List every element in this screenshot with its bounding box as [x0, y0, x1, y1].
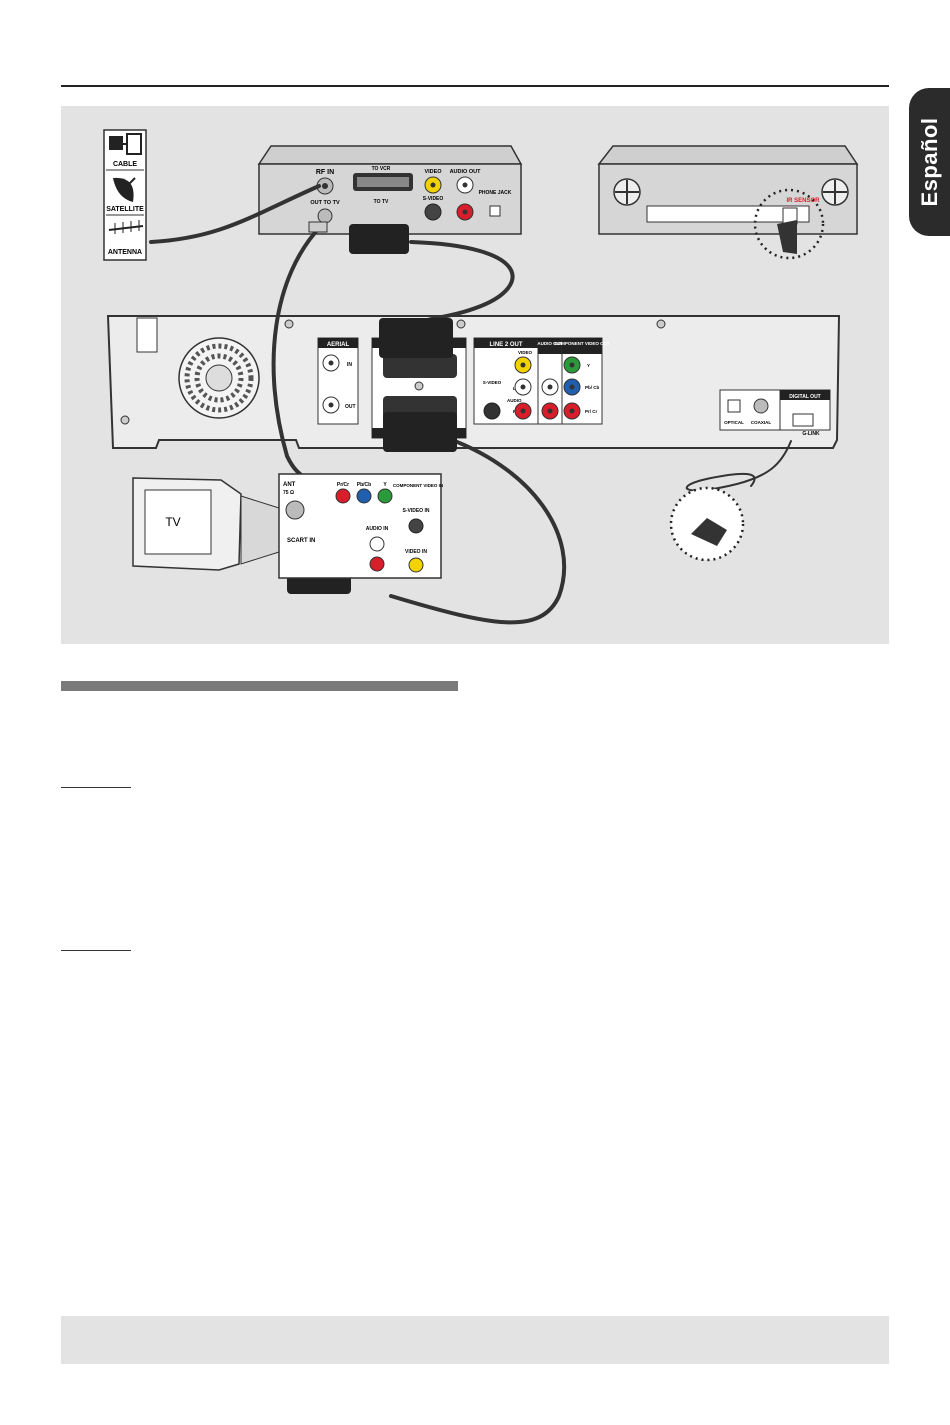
digital-out-label: DIGITAL OUT	[789, 394, 820, 400]
set-top-box: RF IN OUT TO TV TO VCR TO TV VIDEO AUDIO…	[257, 145, 523, 235]
satellite-label: SATELLITE	[106, 206, 144, 213]
tv-rear-panel: ANT 75 Ω Pr/Cr Pb/Cb Y COMPONENT VIDEO I…	[278, 473, 443, 579]
component-pb-label: Pb/ Cb	[585, 385, 600, 390]
box-audio-out-label: AUDIO OUT	[450, 169, 482, 175]
connection-diagram-svg: CABLE SATELLITE ANTENNA RF IN OUT TO TV …	[103, 129, 859, 625]
tv-audio-in-label: AUDIO IN	[366, 526, 389, 532]
box-s-video-label: S-VIDEO	[423, 196, 444, 202]
component-pr-label: Pr/ Cr	[585, 409, 598, 414]
cable-icon	[109, 133, 142, 155]
audio-out-label: AUDIO OUT	[537, 341, 563, 346]
top-rule	[61, 85, 889, 87]
connection-diagram: CABLE SATELLITE ANTENNA RF IN OUT TO TV …	[61, 106, 889, 644]
coaxial-label: COAXIAL	[751, 420, 772, 425]
antenna-icon	[108, 220, 144, 234]
line2-l-label: L	[513, 386, 516, 391]
tv-scart-in-label: SCART IN	[287, 538, 315, 544]
line2-video-label: VIDEO	[518, 350, 533, 355]
ir-sensor-label: IR SENSOR	[786, 198, 820, 204]
out-to-tv-label: OUT TO TV	[310, 200, 340, 206]
optical-label: OPTICAL	[724, 420, 744, 425]
to-tv-label: TO TV	[374, 199, 389, 205]
antenna-label: ANTENNA	[108, 249, 142, 256]
satellite-icon	[113, 177, 136, 202]
aerial-in-label: IN	[347, 362, 352, 368]
component-y-label: Y	[587, 363, 590, 368]
receiver-front: IR SENSOR	[597, 145, 859, 260]
cable-label: CABLE	[113, 161, 137, 168]
tv-s-video-in-label: S-VIDEO IN	[403, 508, 430, 514]
aerial-label: AERIAL	[327, 342, 350, 348]
ir-blaster-callout	[669, 486, 745, 562]
box-video-label: VIDEO	[424, 169, 442, 175]
language-tab-label: Español	[916, 117, 942, 207]
aerial-out-label: OUT	[345, 404, 356, 410]
tv-component-in-label: COMPONENT VIDEO IN	[393, 483, 443, 488]
note-box	[61, 1316, 889, 1364]
language-tab: Español	[909, 88, 950, 236]
subheading-rule-2	[61, 950, 131, 951]
line2-s-video-label: S-VIDEO	[483, 380, 502, 385]
phone-jack-label: PHONE JACK	[479, 190, 512, 196]
line2-out-label: LINE 2 OUT	[489, 342, 522, 348]
source-icons: CABLE SATELLITE ANTENNA	[103, 129, 147, 261]
recorder-rear-panel: AERIAL IN OUT LINE 2 OUT VIDEO S-VIDEO L…	[106, 315, 841, 449]
tv-video-in-label: VIDEO IN	[405, 549, 427, 555]
tv-pbcb-label: Pb/Cb	[357, 482, 371, 488]
tv-screen-label: TV	[165, 515, 180, 529]
tv: TV	[132, 477, 280, 571]
to-vcr-label: TO VCR	[372, 166, 391, 172]
g-link-label: G-LINK	[802, 431, 820, 437]
tv-ohm-label: 75 Ω	[283, 490, 294, 496]
tv-y-label: Y	[383, 482, 387, 488]
section-header-bar	[61, 681, 458, 691]
component-video-out-label: COMPONENT VIDEO OUT	[554, 341, 610, 346]
line2-audio-label: AUDIO	[507, 398, 522, 403]
rf-in-label: RF IN	[316, 169, 334, 176]
tv-prcr-label: Pr/Cr	[337, 482, 349, 488]
subheading-rule-1	[61, 787, 131, 788]
tv-ant-label: ANT	[283, 482, 296, 488]
